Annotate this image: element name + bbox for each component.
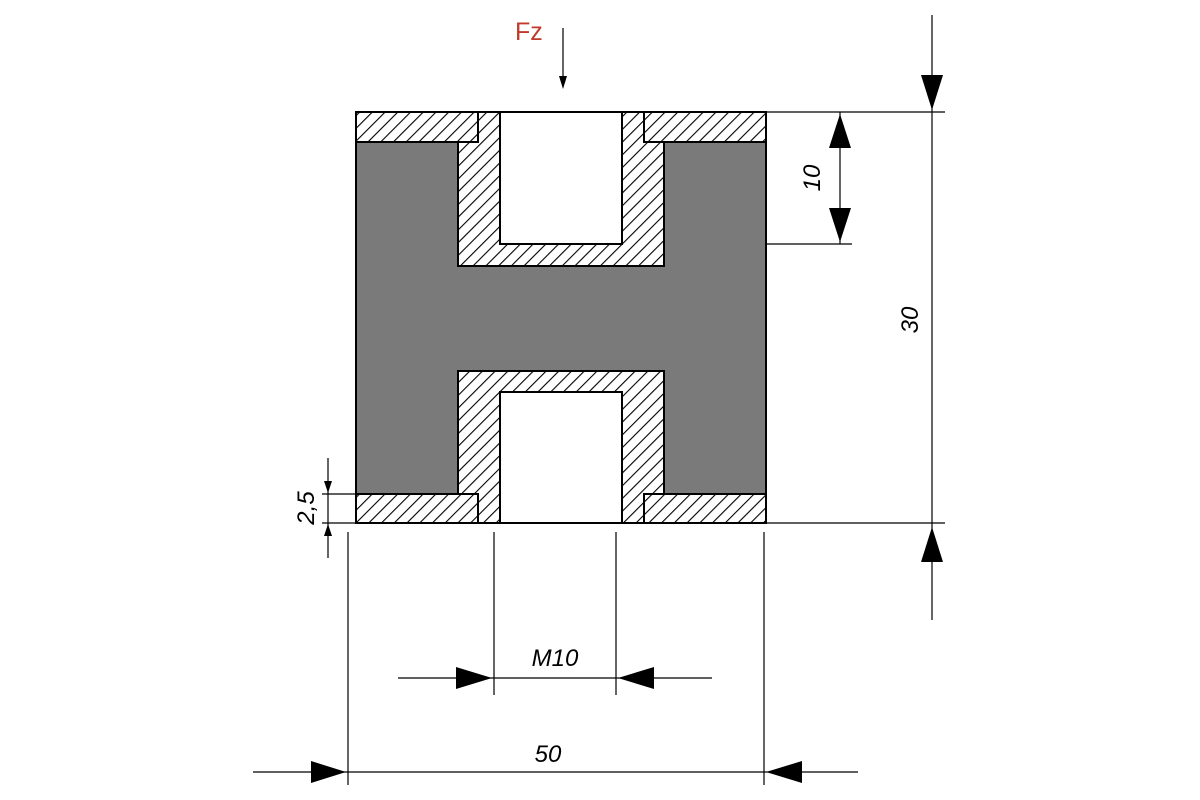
- outer-outline: [355, 111, 767, 524]
- plate-thickness-label: 2,5: [293, 491, 320, 526]
- bottom-thread-bore: [499, 391, 623, 524]
- plate-thickness-dimension: [322, 458, 356, 558]
- diameter-label: 50: [535, 741, 562, 768]
- height-dimension: [766, 15, 945, 620]
- bottom-plate-right: [643, 493, 767, 524]
- thread-dimension: [398, 532, 712, 695]
- insert-depth-dimension: [766, 112, 852, 245]
- top-plate-left: [355, 111, 479, 143]
- bottom-plate-left: [355, 493, 479, 524]
- force-arrow: [559, 28, 567, 89]
- top-plate-right: [643, 111, 767, 143]
- force-label: Fz: [515, 18, 543, 46]
- insert-depth-label: 10: [799, 164, 826, 191]
- diameter-dimension: [253, 532, 858, 785]
- top-thread-bore: [499, 111, 623, 245]
- height-total-label: 30: [897, 306, 924, 333]
- thread-label: M10: [532, 645, 579, 672]
